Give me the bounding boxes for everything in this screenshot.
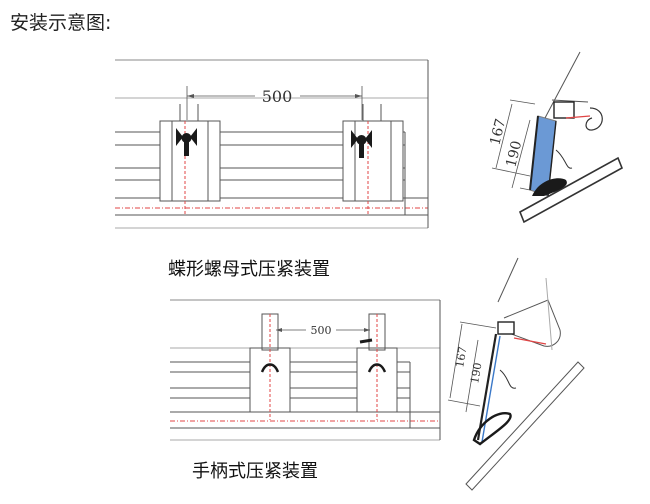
top-side-length-label: 190 [503, 139, 525, 169]
handle-clamp-icon [260, 363, 280, 373]
top-front-view [115, 59, 429, 229]
handle-lever-icon [472, 412, 512, 446]
wing-handle-icon [532, 178, 567, 196]
bottom-side-length-label: 190 [468, 362, 484, 385]
top-spacing-dimension [186, 86, 363, 120]
bottom-spacing-label: 500 [311, 324, 332, 337]
top-side-view [491, 51, 624, 224]
butterfly-nut-icon [176, 128, 197, 156]
butterfly-nut-icon [351, 130, 372, 158]
handle-clamp-icon [367, 363, 387, 373]
bottom-front-view [170, 299, 441, 441]
top-diagram-caption: 蝶形螺母式压紧装置 [168, 259, 330, 280]
top-right-bracket [342, 104, 404, 215]
top-spacing-label: 500 [262, 87, 293, 106]
bottom-rail-lines [170, 299, 441, 441]
bottom-side-height-label: 167 [453, 346, 469, 369]
top-side-height-label: 167 [487, 117, 509, 147]
bottom-left-bracket [249, 313, 291, 420]
bottom-side-view [447, 257, 585, 491]
bottom-right-bracket [356, 313, 398, 420]
bottom-diagram-caption: 手柄式压紧装置 [192, 461, 318, 482]
handle-lever-icon [359, 338, 373, 344]
top-left-bracket [159, 104, 221, 215]
page-title: 安装示意图: [10, 12, 112, 34]
bottom-spacing-dimension [276, 328, 370, 332]
